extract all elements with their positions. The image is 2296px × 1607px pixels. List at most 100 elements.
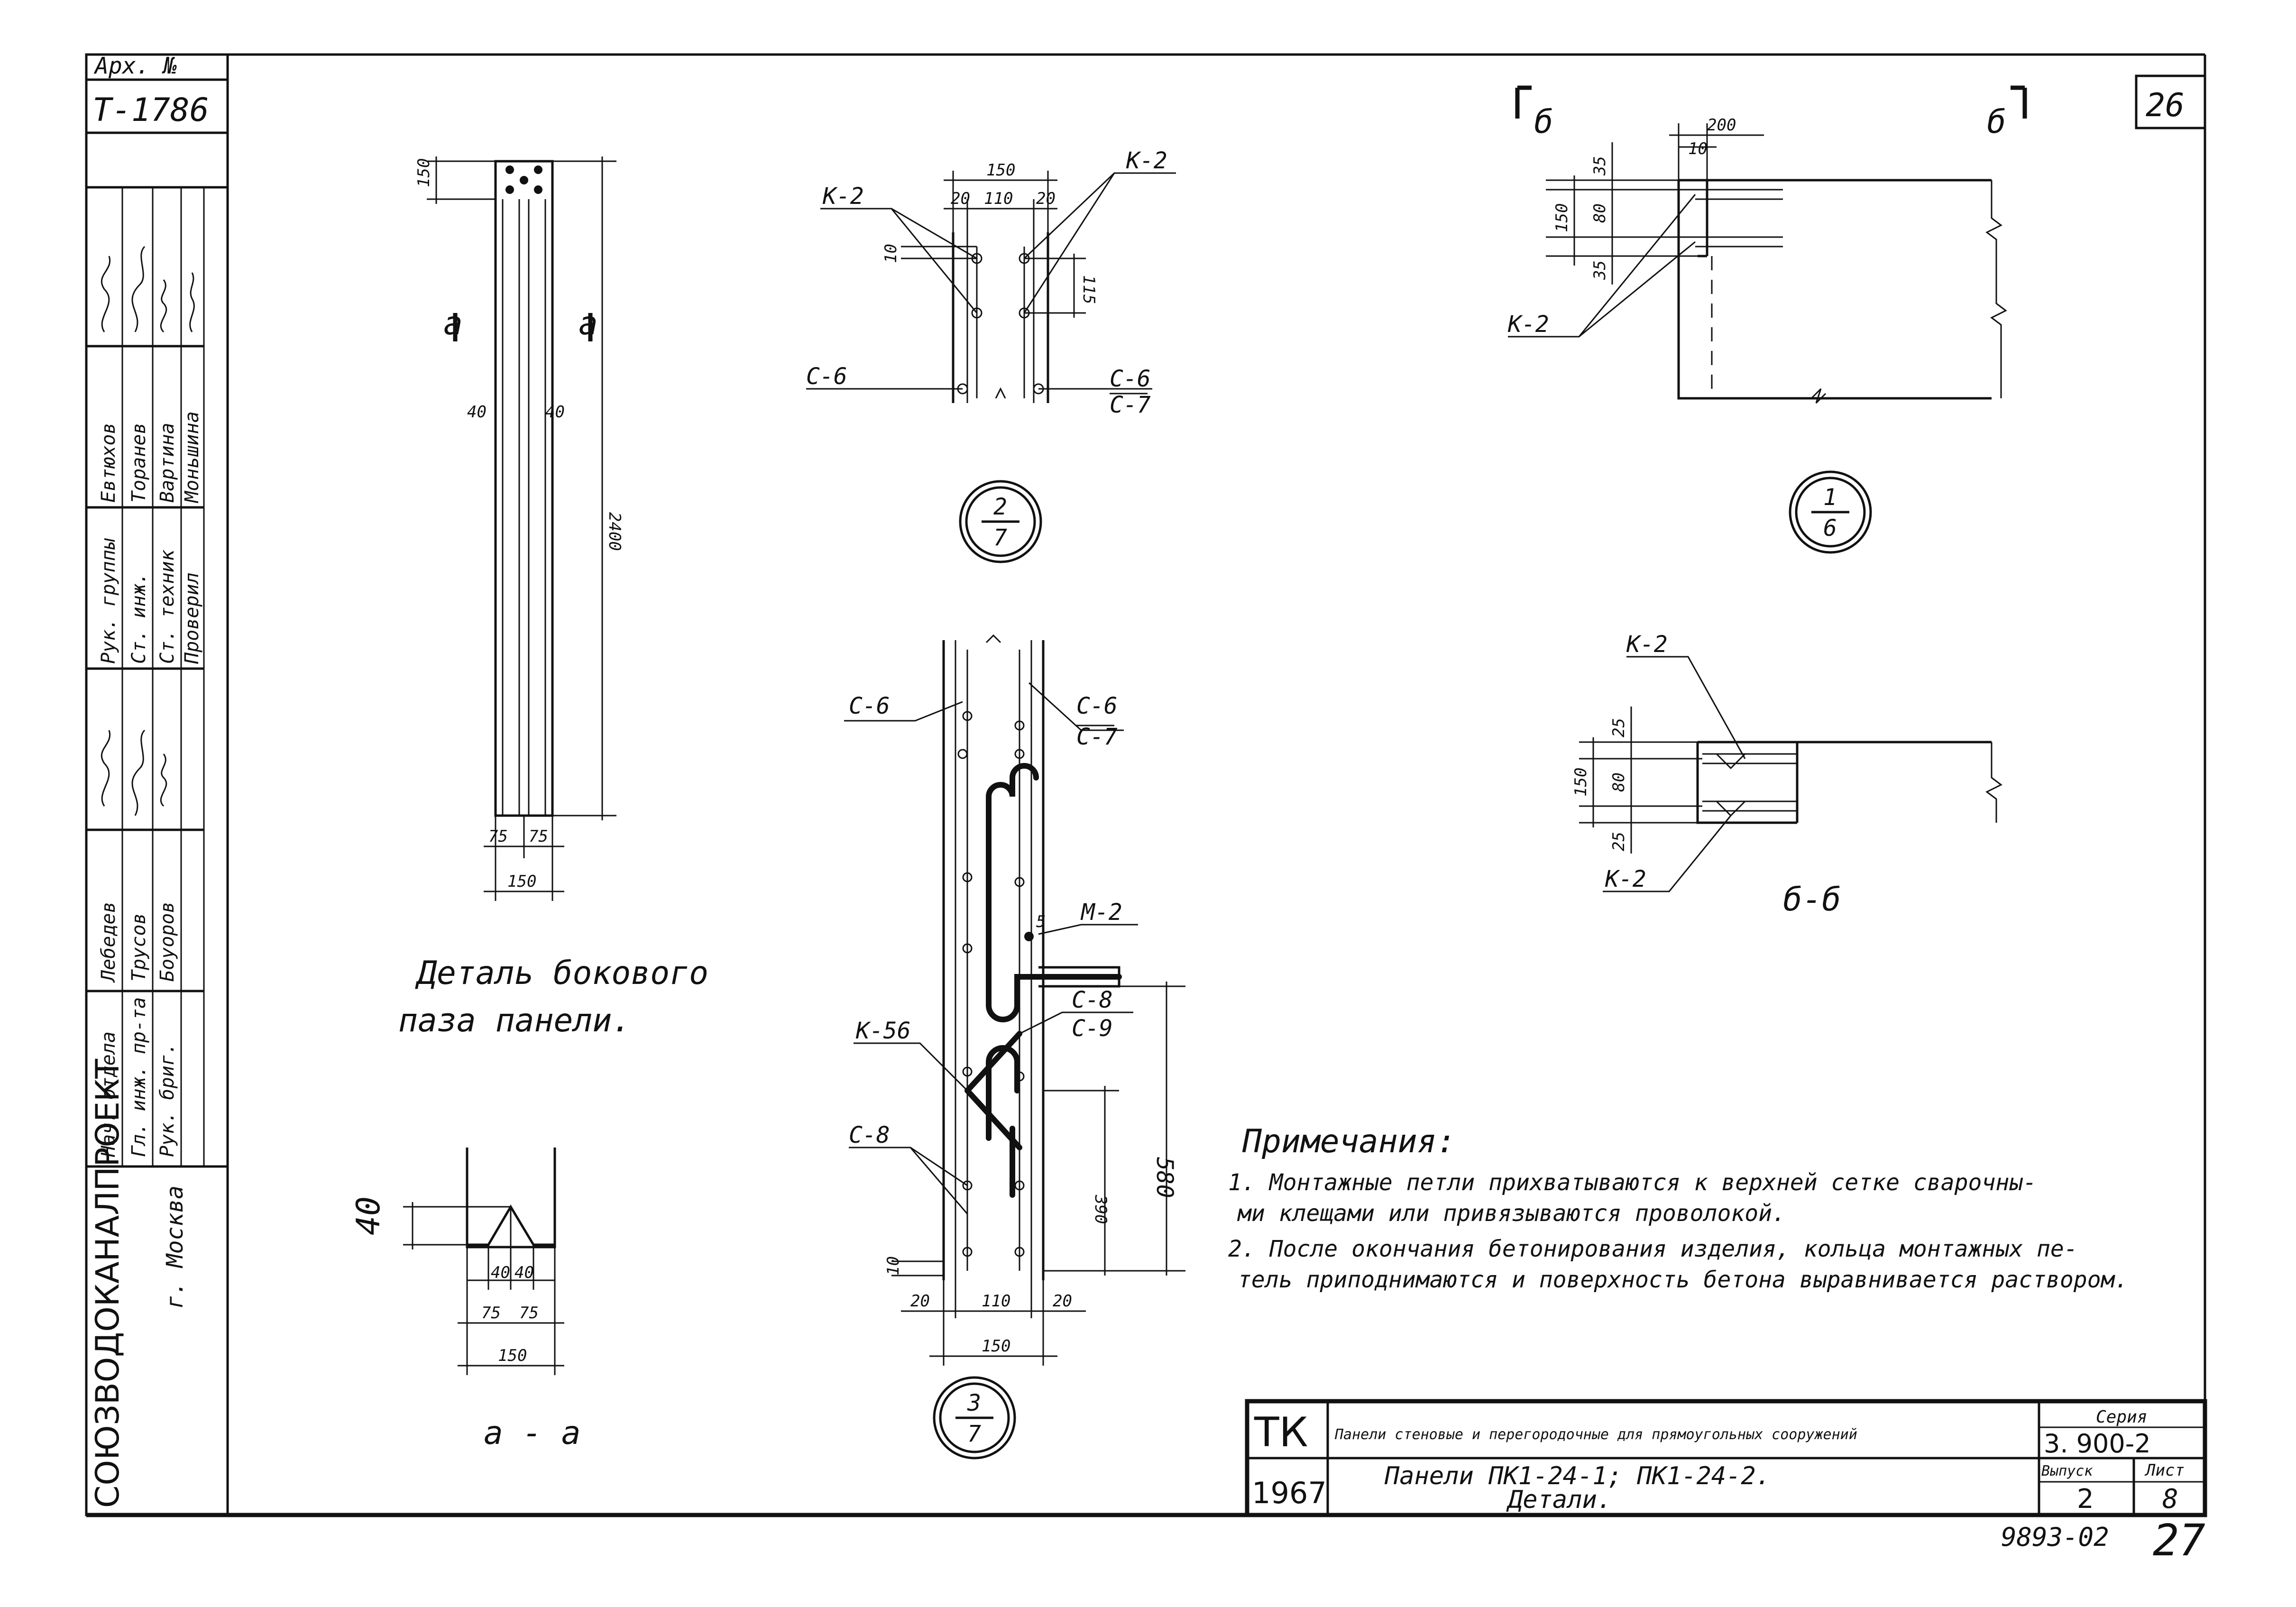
side-dim-height: 2400 <box>605 512 624 551</box>
approval-role-6: Ст. техник <box>156 549 178 664</box>
node-1-marker-num: 1 <box>1823 484 1837 511</box>
notes: Примечания: 1. Монтажные петли прихватыв… <box>1228 1123 2128 1293</box>
footer-code: 9893-02 <box>2001 1522 2109 1552</box>
node-2-label-c-right-top: С-6 <box>1110 366 1151 392</box>
approval-name-2: Трусов <box>128 913 150 982</box>
node-3-label-c8-right: С-8 <box>1072 987 1113 1013</box>
section-bb-label-k2-top: К-2 <box>1626 631 1668 658</box>
node-2-label-k-right: К-2 <box>1126 147 1167 174</box>
section-aa-depth: 40 <box>350 1196 387 1235</box>
node-1-label-k2: К-2 <box>1507 311 1549 338</box>
section-aa-gap-1: 40 <box>491 1263 510 1282</box>
approval-name-3: Боуоров <box>156 901 178 982</box>
notes-line-2: ми клещами или привязываются проволокой. <box>1237 1200 1786 1227</box>
signatures <box>101 246 195 816</box>
side-dim-half-left: 75 <box>488 827 508 846</box>
node-3-dim-right: 20 <box>1053 1292 1072 1311</box>
section-bb-dim-25a: 25 <box>1609 718 1628 737</box>
approval-role-3: Рук. бриг. <box>156 1043 178 1157</box>
side-dim-half-right: 75 <box>529 827 548 846</box>
side-detail-title-1: Деталь бокового <box>415 955 708 992</box>
node-1-cut-right: б <box>1987 103 2006 141</box>
node-3-dim-10: 10 <box>884 1256 903 1276</box>
approval-role-4: Рук. группы <box>98 538 119 664</box>
node-3-label-c7-right: С-7 <box>1076 724 1118 750</box>
footer-page: 27 <box>2153 1515 2205 1566</box>
node-3-detail: 580 390 5 10 20 110 20 150 С-6 С-6 С-7 М… <box>844 634 1185 1460</box>
node-3-dim-mid: 110 <box>982 1292 1010 1311</box>
node-2-label-k-left: К-2 <box>822 183 864 210</box>
notes-line-3: 2. После окончания бетонирования изделия… <box>1228 1236 2078 1262</box>
side-dim-right: 40 <box>545 403 565 422</box>
node-1-dim-10: 10 <box>1688 139 1708 158</box>
side-detail-title-2: паза панели. <box>398 1002 631 1039</box>
title-year: 1967 <box>1252 1476 1327 1510</box>
title-sheet: 8 <box>2162 1484 2178 1515</box>
node-1-dim-200: 200 <box>1707 116 1736 135</box>
section-bb-dim-80: 80 <box>1609 772 1628 792</box>
title-issue-label: Выпуск <box>2041 1463 2093 1479</box>
node-2-label-c-left: С-6 <box>806 363 847 390</box>
node-3-marker-num: 3 <box>967 1390 981 1416</box>
node-3-marker-sheet: 7 <box>967 1421 981 1447</box>
node-3-dim-left: 20 <box>910 1292 930 1311</box>
cut-mark-left: a <box>443 305 463 342</box>
section-bb-label-k2-bot: К-2 <box>1605 866 1646 892</box>
section-bb-title: б-б <box>1783 881 1841 918</box>
approval-name-7: Моньшина <box>181 411 203 504</box>
title-series-label: Серия <box>2096 1407 2147 1427</box>
main-frame: 26 <box>86 53 2206 1517</box>
section-bb-dim-150: 150 <box>1571 768 1590 797</box>
title-series: 3. 900-2 <box>2044 1429 2151 1459</box>
node-1-dim-150: 150 <box>1552 203 1571 232</box>
node-1-detail: б б 200 10 35 80 150 35 К-2 1 6 <box>1507 85 2027 554</box>
node-3-dim-580: 580 <box>1151 1157 1178 1198</box>
node-3-label-c6-right: С-6 <box>1076 693 1118 719</box>
title-name-2: Детали. <box>1506 1486 1612 1514</box>
side-dim-left: 40 <box>467 403 487 422</box>
section-aa-title: а - а <box>484 1414 581 1452</box>
section-aa-half-2: 75 <box>519 1304 539 1322</box>
node-3-label-k56: К-56 <box>855 1018 911 1044</box>
approval-role-7: Проверил <box>181 572 203 664</box>
title-name-1: Панели ПК1-24-1; ПК1-24-2. <box>1384 1462 1771 1490</box>
title-subject: Панели стеновые и перегородочные для пря… <box>1334 1426 1857 1443</box>
node-3-label-m2: М-2 <box>1080 899 1122 926</box>
node-1-cut-left: б <box>1534 103 1553 141</box>
section-bb-dim-25b: 25 <box>1609 832 1628 851</box>
approval-name-5: Торанев <box>128 422 150 503</box>
node-1-dim-80: 80 <box>1590 203 1609 223</box>
archive-strip: Арх. № Т-1786 Нач. отдела Гл. инж. пр-та… <box>85 53 229 1516</box>
node-3-dim-390: 390 <box>1091 1194 1110 1224</box>
node-3-label-c6-left: С-6 <box>849 693 890 719</box>
organization-name: СОЮЗВОДОКАНАЛПРОЕКТ <box>89 1059 127 1508</box>
title-code: ТК <box>1254 1409 1308 1456</box>
notes-line-1: 1. Монтажные петли прихватываются к верх… <box>1228 1169 2037 1196</box>
approval-role-2: Гл. инж. пр-та <box>128 997 150 1157</box>
archive-number: Т-1786 <box>92 92 209 129</box>
side-groove-detail: 150 2400 40 40 75 75 150 a a Деталь боко… <box>398 156 708 1039</box>
side-dim-width: 150 <box>507 872 536 891</box>
title-sheet-label: Лист <box>2144 1461 2185 1480</box>
notes-line-4: тель приподнимаются и поверхность бетона… <box>1238 1267 2128 1293</box>
side-dim-top: 150 <box>414 158 433 187</box>
organization-city: г. Москва <box>162 1185 188 1309</box>
title-block: ТК 1967 Панели стеновые и перегородочные… <box>1245 1399 2207 1517</box>
node-2-dim-total: 150 <box>986 161 1015 180</box>
node-2-dim-mid: 110 <box>984 189 1013 208</box>
archive-label: Арх. № <box>93 53 177 79</box>
node-2-dim-right: 20 <box>1036 189 1056 208</box>
node-1-marker-sheet: 6 <box>1823 515 1837 542</box>
cut-mark-right: a <box>579 305 598 342</box>
title-issue: 2 <box>2077 1484 2094 1515</box>
notes-heading: Примечания: <box>1242 1123 1456 1160</box>
approval-name-4: Евтюхов <box>98 422 119 503</box>
section-aa-width: 150 <box>498 1346 527 1365</box>
node-2-marker-sheet: 7 <box>993 524 1007 551</box>
node-2-dim-left: 20 <box>951 189 970 208</box>
section-aa: 40 40 40 75 75 150 а - а <box>350 1148 581 1452</box>
node-2-dim-a: 10 <box>882 244 900 263</box>
node-1-dim-35a: 35 <box>1590 156 1609 176</box>
approval-name-1: Лебедев <box>98 901 119 983</box>
node-3-label-c9-right: С-9 <box>1072 1015 1113 1042</box>
